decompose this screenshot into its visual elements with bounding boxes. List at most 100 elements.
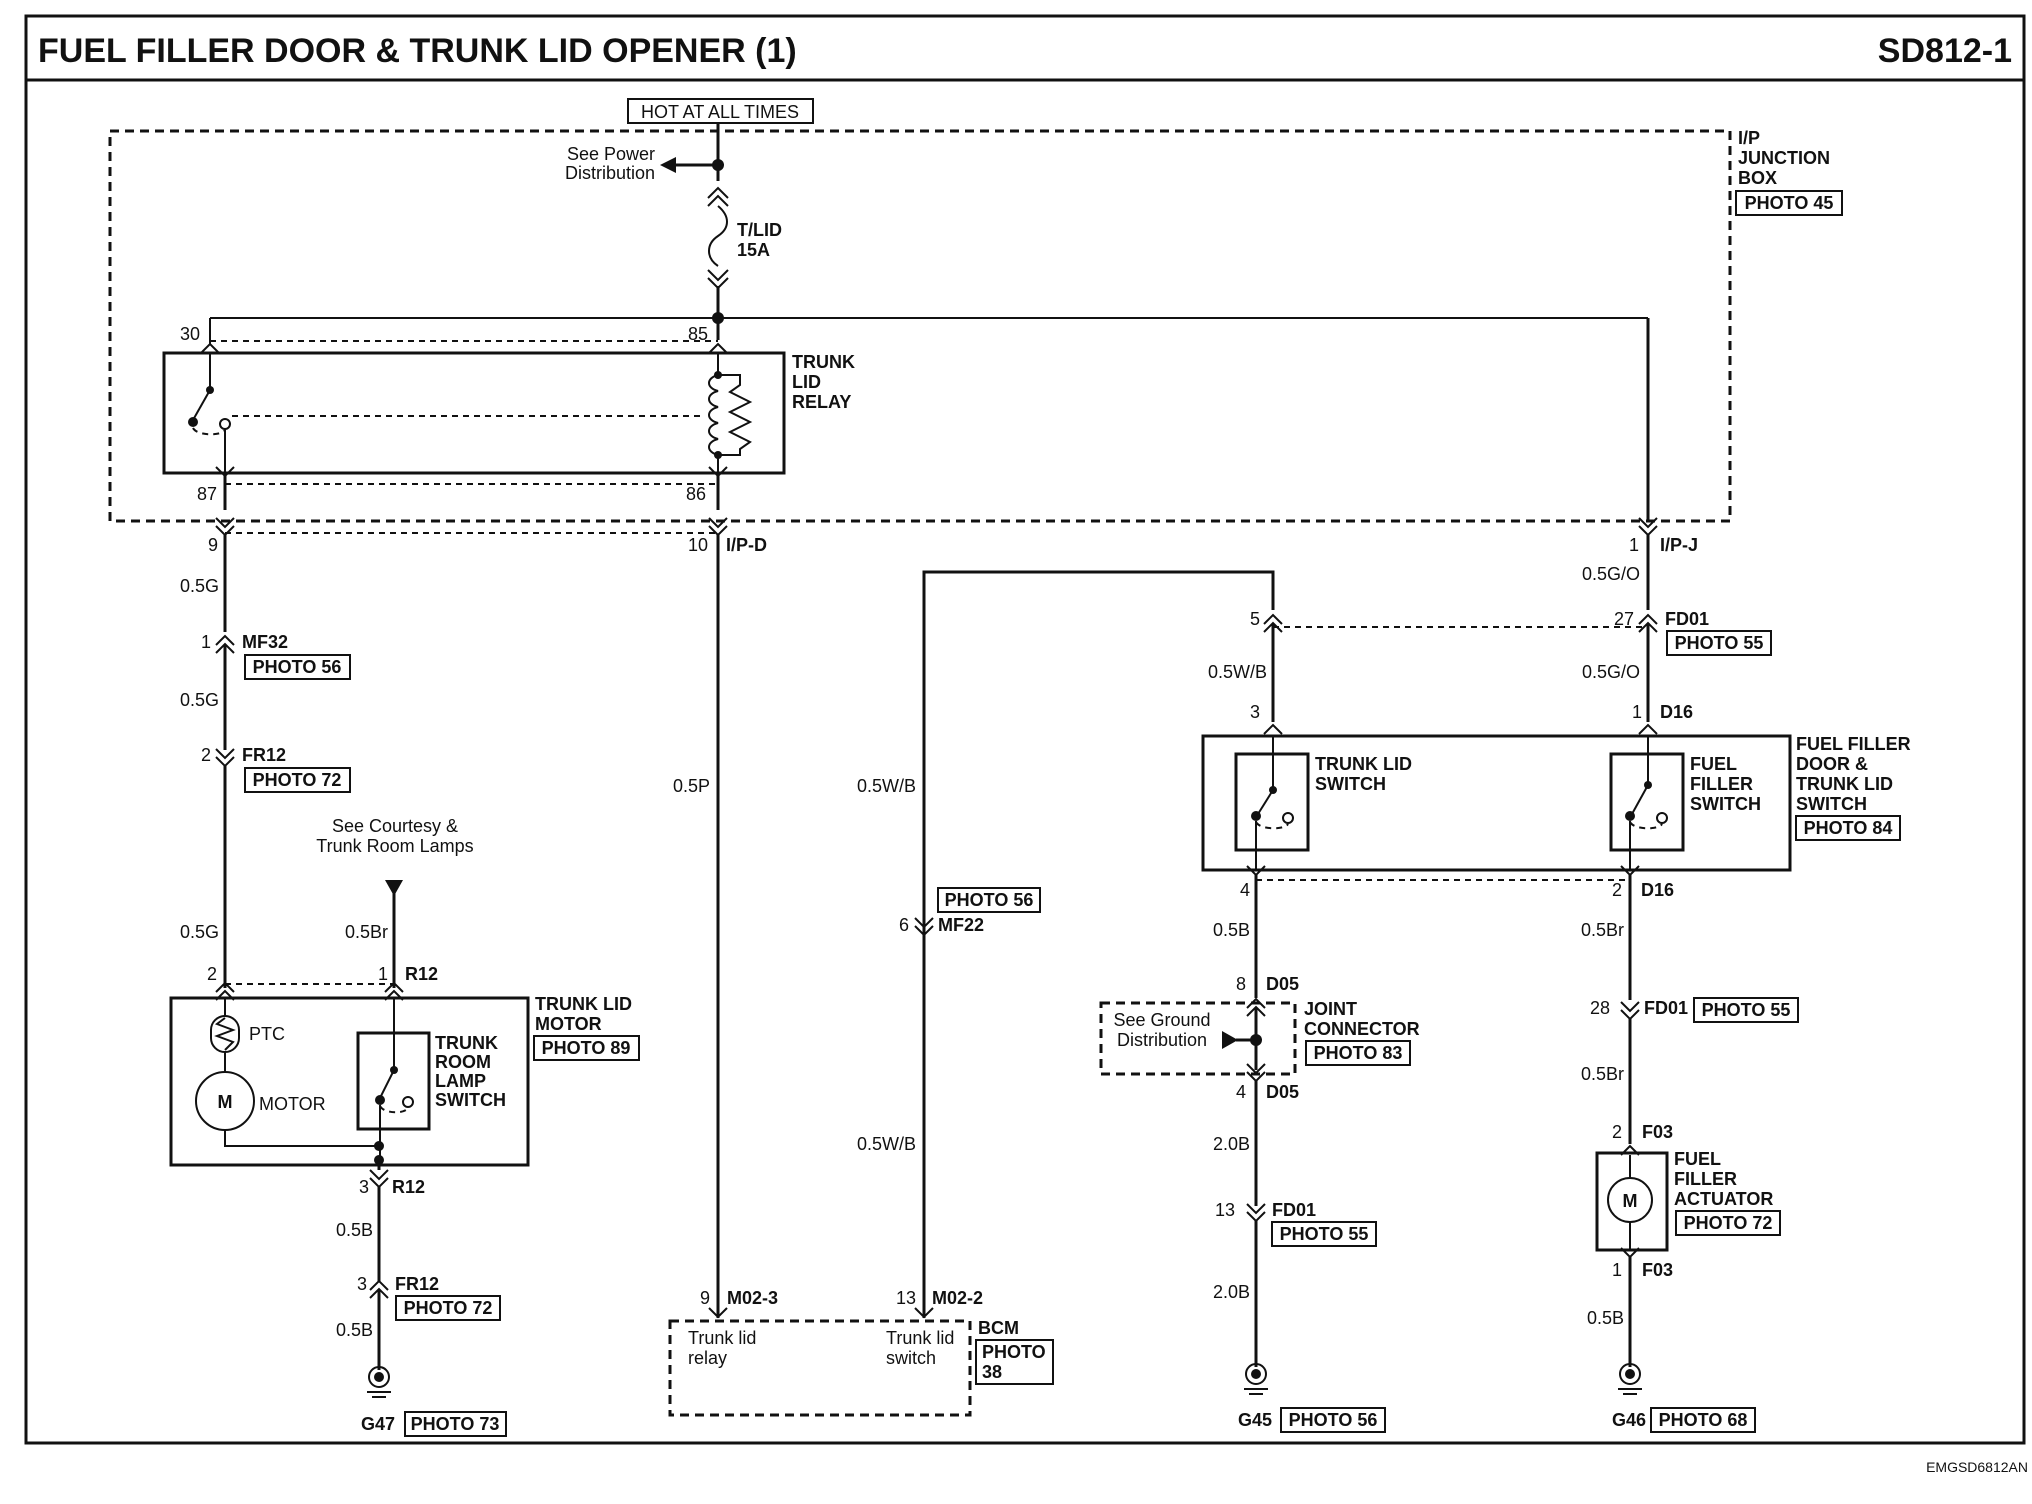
fuel-filler-switch-label: FUEL (1690, 754, 1737, 774)
lamp-switch-open-contact (402, 1096, 414, 1108)
door-trunk-switch-box (1201, 734, 1792, 872)
g46-label: G46 (1612, 1410, 1646, 1430)
see-power-label: See Power (567, 144, 655, 164)
pink-wire-gauge: 0.5P (673, 776, 710, 796)
g46-ground-dot (1625, 1369, 1635, 1379)
relay-pin-87: 87 (197, 484, 217, 504)
fd01-13-photo: PHOTO 55 (1280, 1224, 1369, 1244)
ff-switch-open-contact (1656, 812, 1668, 824)
f03-pin-1: 1 (1612, 1260, 1622, 1280)
lamp-switch-arc (379, 1105, 409, 1114)
motor-return-wire (224, 1130, 379, 1147)
r12-bottom-chevron (369, 1169, 389, 1181)
door-trunk-switch-title-4: SWITCH (1796, 794, 1867, 814)
d05-bottom-chevron (1246, 1063, 1266, 1075)
ff-switch-arc (1629, 821, 1663, 830)
fuel-filler-actuator-title-3: ACTUATOR (1674, 1189, 1773, 1209)
relay-switch-arc (192, 427, 226, 436)
ground-dist-arrow (1222, 1031, 1238, 1049)
ip-junction-box-photo: PHOTO 45 (1745, 193, 1834, 213)
fd01-13-photo-box (1271, 1221, 1377, 1247)
ip-junction-box-outline (108, 129, 1732, 523)
fd01-27-chevron (1638, 613, 1658, 625)
ground-dist-label-2: Distribution (1117, 1030, 1207, 1050)
bcm-photo-2: 38 (982, 1362, 1002, 1382)
g45-ground-dot (1251, 1369, 1261, 1379)
fr12-photo: PHOTO 72 (253, 770, 342, 790)
br-gauge-1: 0.5Br (1581, 920, 1624, 940)
g47-ground-dot (374, 1372, 384, 1382)
fuel-filler-actuator-photo: PHOTO 72 (1684, 1213, 1773, 1233)
see-power-label-2: Distribution (565, 163, 655, 183)
door-trunk-switch-title-2: DOOR & (1796, 754, 1868, 774)
g47-photo: PHOTO 73 (411, 1414, 500, 1434)
g45-ground-symbol (1245, 1363, 1267, 1385)
pin-9-label: 9 (208, 535, 218, 555)
bcm-photo-box (975, 1339, 1054, 1385)
courtesy-label-2: Trunk Room Lamps (316, 836, 473, 856)
b20-gauge-2: 2.0B (1213, 1282, 1250, 1302)
bcm-switch-label-2: switch (886, 1348, 936, 1368)
m023-connector (708, 1307, 728, 1319)
motor-label: MOTOR (259, 1094, 326, 1114)
trunk-lid-motor-title: TRUNK LID (535, 994, 632, 1014)
motor-pin-3: 3 (359, 1177, 369, 1197)
ip-junction-box-photo-box (1735, 190, 1843, 216)
g46-ground-symbol (1619, 1363, 1641, 1385)
relay-pin-30-chevron (200, 342, 220, 354)
g45-photo: PHOTO 56 (1289, 1410, 1378, 1430)
actuator-m: M (1623, 1191, 1638, 1211)
lamp-switch-arm (379, 1069, 395, 1099)
ip-junction-box-title: I/P (1738, 128, 1760, 148)
jb-out-9-chevron (215, 517, 235, 529)
fuel-filler-actuator-title-2: FILLER (1674, 1169, 1737, 1189)
fr12-connector (215, 748, 235, 760)
switch-pin-2: 2 (1612, 880, 1622, 900)
b05-gauge: 0.5B (1587, 1308, 1624, 1328)
fr12-bottom-chevron (369, 1279, 389, 1291)
joint-connector-title-2: CONNECTOR (1304, 1019, 1420, 1039)
switch-pin-1-chevron (1638, 723, 1658, 735)
trunk-lid-relay-title: TRUNK (792, 352, 855, 372)
hot-at-all-times-box (627, 98, 814, 124)
trunk-lid-switch-label-2: SWITCH (1315, 774, 1386, 794)
bcm-box (668, 1319, 972, 1417)
relay-pin-85-chevron (708, 342, 728, 354)
fd01-photo: PHOTO 55 (1675, 633, 1764, 653)
mf22-connector-2 (914, 925, 934, 937)
mf32-photo: PHOTO 56 (253, 657, 342, 677)
relay-switch-arm (192, 389, 211, 421)
courtesy-label: See Courtesy & (332, 816, 458, 836)
hot-at-all-times-label: HOT AT ALL TIMES (641, 102, 799, 122)
fd01-28-photo-box (1693, 997, 1799, 1023)
door-trunk-switch-photo-box (1795, 815, 1901, 841)
fuse-symbol (708, 205, 728, 267)
trunk-lid-motor-photo-box (533, 1035, 640, 1061)
jb-out-1-chevron (1638, 517, 1658, 529)
g45-photo-box (1280, 1407, 1386, 1433)
motor-r12-bottom: R12 (392, 1177, 425, 1197)
fd01-label: FD01 (1665, 609, 1709, 629)
ff-switch-arm (1631, 784, 1649, 815)
tl-switch-arc (1255, 821, 1289, 830)
m023-label: M02-3 (727, 1288, 778, 1308)
tl-switch-open-contact (1282, 812, 1294, 824)
bcm-title: BCM (978, 1318, 1019, 1338)
fuel-filler-switch-label-3: SWITCH (1690, 794, 1761, 814)
relay-switch-open-contact (219, 418, 231, 430)
fuel-filler-actuator-photo-box (1675, 1210, 1781, 1236)
trunk-lid-motor-box (169, 996, 530, 1167)
mf32-photo-box (244, 654, 351, 680)
ip-junction-box-title-3: BOX (1738, 168, 1777, 188)
fd01-28-label: FD01 (1644, 998, 1688, 1018)
f03-pin-2: 2 (1612, 1122, 1622, 1142)
bcm-relay-label-2: relay (688, 1348, 727, 1368)
wb-wire-gauge-1: 0.5W/B (857, 776, 916, 796)
fd01-28-chevron (1620, 1001, 1640, 1013)
tl-ground-gauge: 0.5B (1213, 920, 1250, 940)
m022-connector (914, 1307, 934, 1319)
trunk-lid-motor-photo: PHOTO 89 (542, 1038, 631, 1058)
trunk-lid-motor-title-2: MOTOR (535, 1014, 602, 1034)
fr12-label: FR12 (242, 745, 286, 765)
footer-code: EMGSD6812AN (1926, 1459, 2028, 1475)
